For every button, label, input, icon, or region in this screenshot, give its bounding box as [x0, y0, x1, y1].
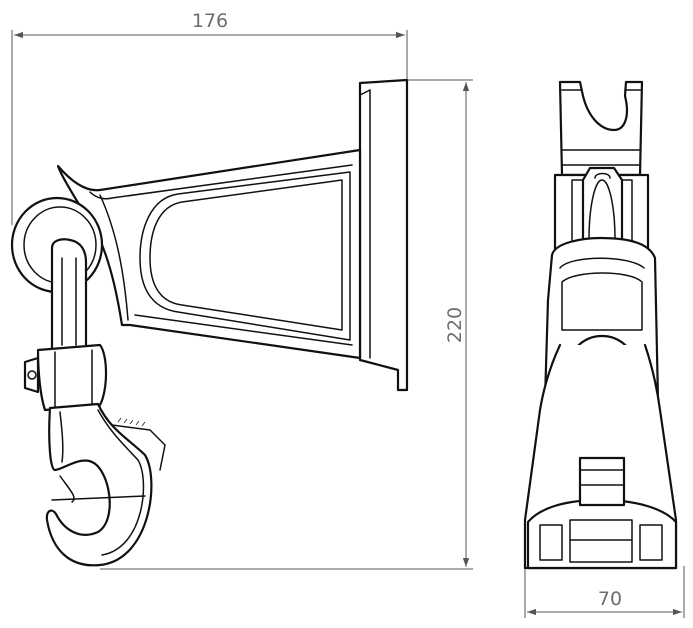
dimension-label-220: 220	[444, 307, 466, 343]
dimension-label-176: 176	[192, 10, 228, 32]
dimension-label-70: 70	[598, 588, 622, 610]
dimension-height: 220	[100, 79, 473, 570]
side-view-hook	[23, 238, 166, 567]
dimension-width-front: 70	[524, 566, 685, 618]
side-view-bracket	[56, 78, 409, 392]
dimension-width-side: 176	[11, 10, 408, 225]
front-view-body	[523, 80, 678, 570]
